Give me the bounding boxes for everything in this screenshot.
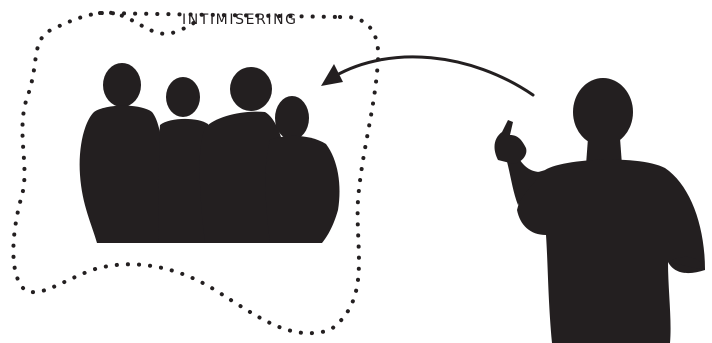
group-person-3-head <box>230 67 272 111</box>
individual-hand <box>495 120 527 164</box>
arrow-line <box>335 57 533 95</box>
arrow <box>321 57 533 95</box>
intimidation-label: INTIMISERING <box>182 11 298 29</box>
group-person-2-head <box>166 77 200 117</box>
individual-head <box>573 78 633 146</box>
group-person-1-body <box>80 106 164 243</box>
group-person-4-body <box>265 136 339 243</box>
individual-torso <box>517 160 705 343</box>
individual-silhouette <box>495 78 705 343</box>
group-silhouette <box>80 63 340 243</box>
group-person-1-head <box>103 63 141 107</box>
group-person-4-head <box>275 96 309 140</box>
